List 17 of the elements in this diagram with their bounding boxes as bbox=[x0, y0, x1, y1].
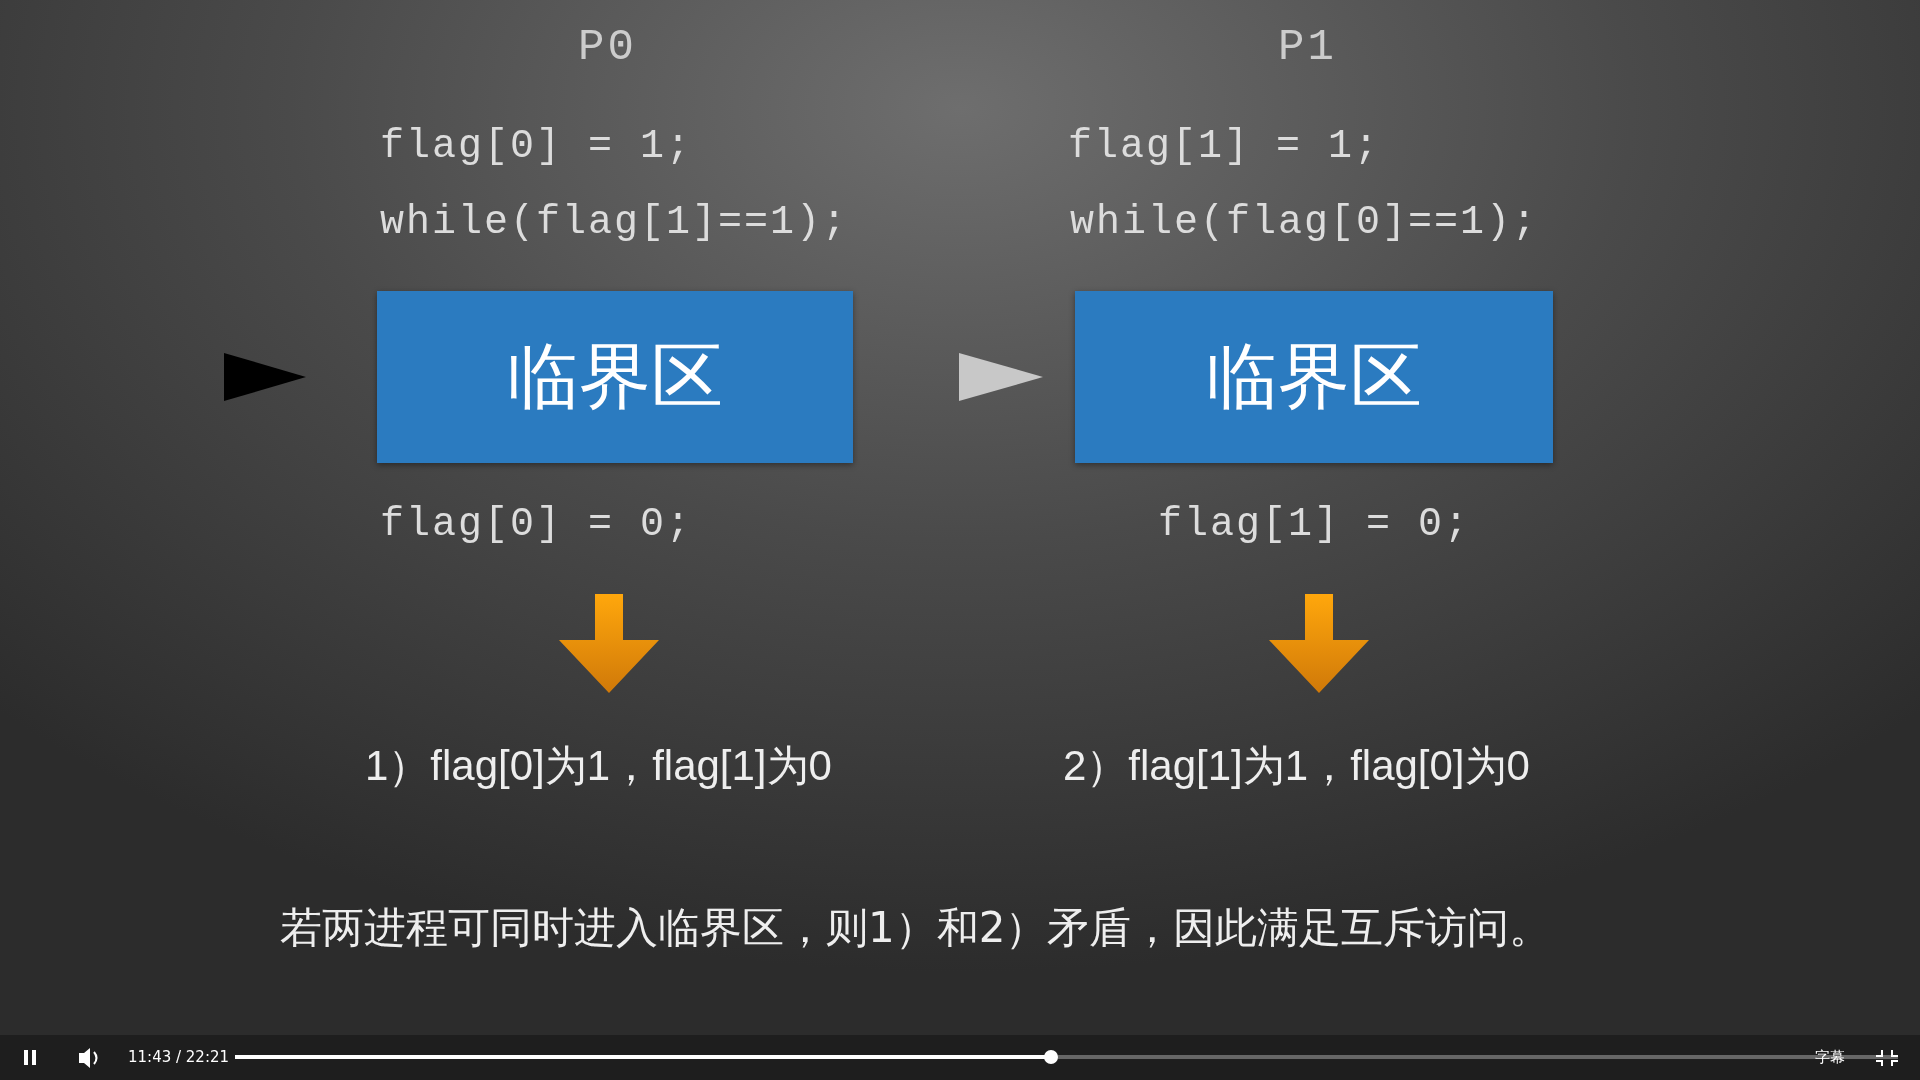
condition-text: 1）flag[0]为1，flag[1]为0 bbox=[365, 738, 885, 794]
condition-text: 2）flag[1]为1，flag[0]为0 bbox=[1063, 738, 1583, 794]
arrow bbox=[559, 594, 659, 693]
code-line: flag[0] = 1; bbox=[380, 124, 693, 169]
process-box: 临界区 bbox=[377, 291, 853, 463]
code-line: while(flag[1]==1); bbox=[380, 200, 849, 245]
code-line: flag[1] = 1; bbox=[1068, 124, 1381, 169]
process-heading: P0 bbox=[578, 22, 637, 72]
code-line: while(flag[0]==1); bbox=[1070, 200, 1539, 245]
time-display: 11:43 / 22:21 bbox=[128, 1048, 230, 1066]
process-box: 临界区 bbox=[1075, 291, 1553, 463]
code-line: flag[0] = 0; bbox=[380, 502, 740, 554]
conclusion-text: 若两进程可同时进入临界区，则1）和2）矛盾，因此满足互斥访问。 bbox=[280, 902, 1552, 954]
process-heading: P1 bbox=[1278, 22, 1337, 72]
subtitle-toggle: 字幕 bbox=[1815, 1048, 1845, 1067]
arrow bbox=[1269, 594, 1369, 693]
code-line: flag[1] = 0; bbox=[1158, 502, 1518, 554]
